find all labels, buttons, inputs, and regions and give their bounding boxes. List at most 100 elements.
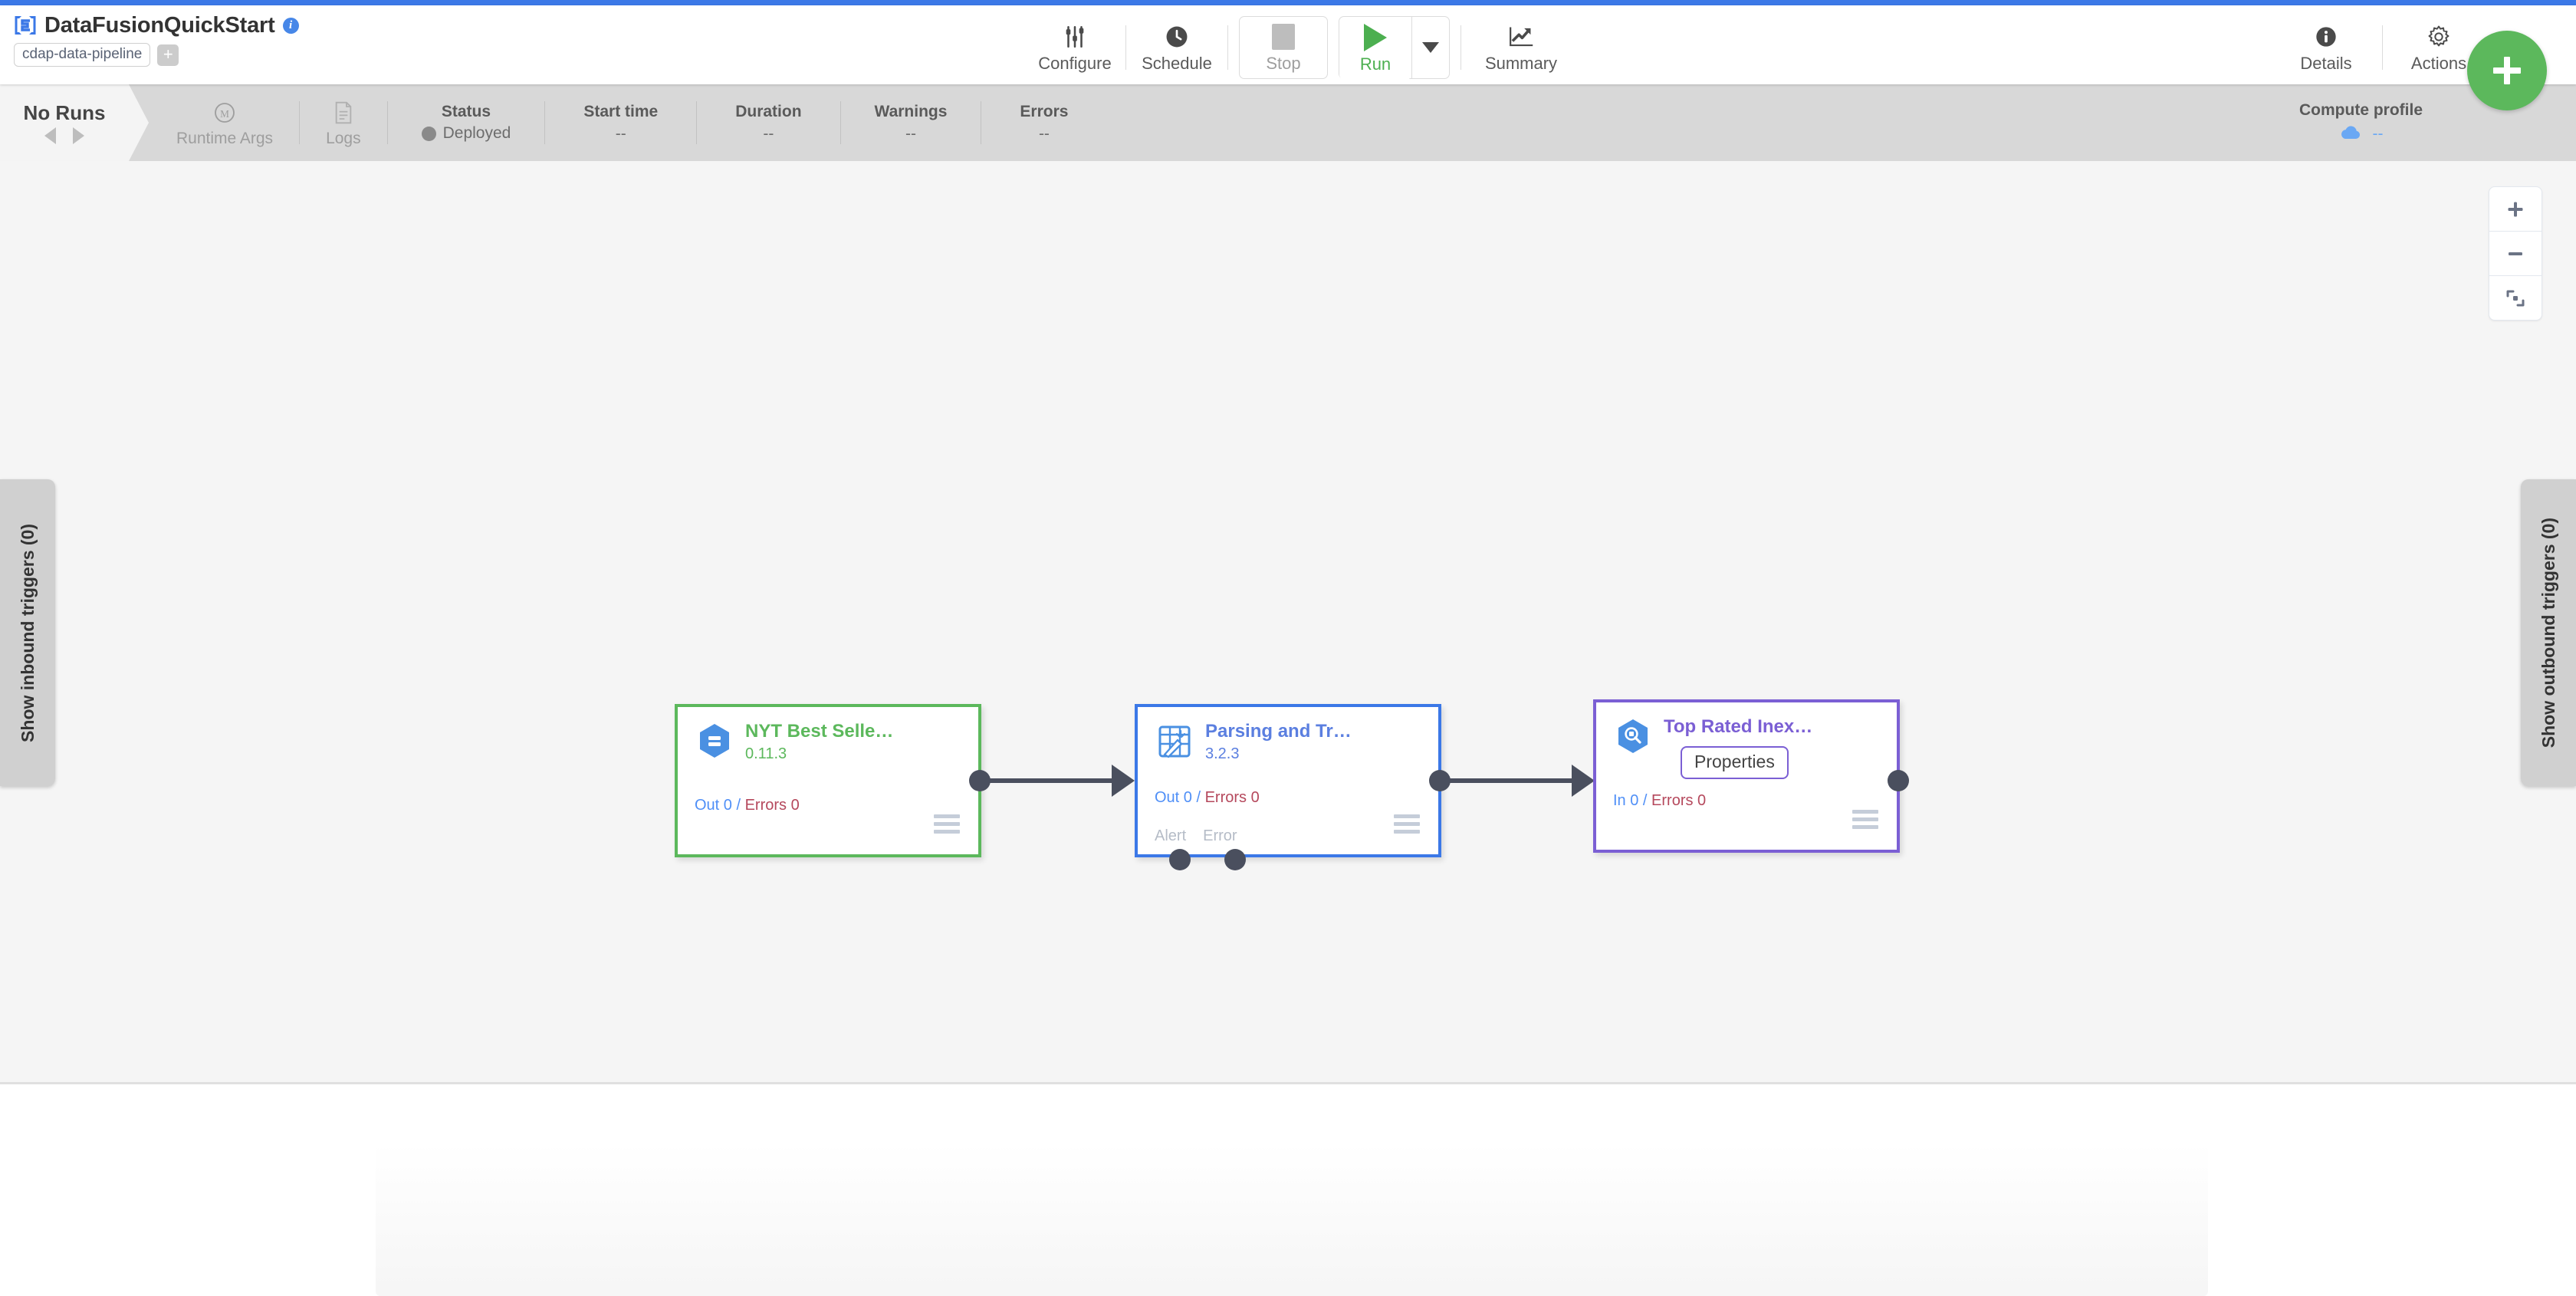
- pipeline-toolbar: Configure Schedule Stop Run: [1027, 11, 1578, 84]
- minus-icon: [2509, 252, 2522, 255]
- node-error-port[interactable]: [1224, 849, 1246, 870]
- run-status-bar: No Runs M Runtime Args: [0, 84, 2576, 161]
- plus-icon: [2508, 202, 2523, 216]
- arrow-left-icon[interactable]: [44, 127, 56, 144]
- hamburger-menu-icon[interactable]: [934, 814, 960, 837]
- toolbar-divider: [2382, 25, 2383, 70]
- macro-icon: M: [212, 98, 237, 127]
- runtime-args-button[interactable]: M Runtime Args: [150, 84, 299, 161]
- node-metrics: Out 0 / Errors 0: [695, 797, 800, 814]
- zoom-out-button[interactable]: [2489, 231, 2542, 275]
- summary-button[interactable]: Summary: [1464, 16, 1578, 79]
- node-alert-port[interactable]: [1169, 849, 1191, 870]
- run-button[interactable]: Run: [1339, 17, 1411, 80]
- stop-square-icon: [1272, 22, 1295, 51]
- node-title: Top Rated Inex…: [1664, 716, 1813, 737]
- status-divider: [299, 101, 301, 144]
- start-time-header: Start time: [583, 102, 659, 120]
- plus-icon: [2493, 57, 2521, 84]
- stop-label: Stop: [1266, 53, 1301, 73]
- status-divider: [696, 101, 698, 144]
- add-tag-button[interactable]: +: [157, 44, 179, 66]
- errors-header: Errors: [1020, 102, 1069, 120]
- hamburger-menu-icon[interactable]: [1394, 814, 1420, 837]
- runtime-args-label: Runtime Args: [176, 129, 274, 147]
- pipeline-node-transform[interactable]: Parsing and Tr… 3.2.3 Out 0 / Errors 0 A…: [1135, 704, 1441, 857]
- pipeline-node-sink[interactable]: Top Rated Inex… Properties In 0 / Errors…: [1593, 699, 1900, 853]
- add-plugin-fab[interactable]: [2467, 31, 2547, 110]
- info-circle-icon: [2314, 22, 2338, 51]
- pipeline-type-tag[interactable]: cdap-data-pipeline: [14, 43, 151, 67]
- node-title-group: Parsing and Tr… 3.2.3: [1205, 721, 1352, 763]
- zoom-in-button[interactable]: [2489, 187, 2542, 231]
- node-error-metric: Errors 0: [1651, 792, 1707, 809]
- status-badge: Deployed: [421, 124, 511, 143]
- svg-text:M: M: [220, 107, 229, 119]
- start-time-cell: Start time --: [545, 84, 696, 161]
- errors-value: --: [1038, 124, 1050, 143]
- run-button-group: Run: [1339, 16, 1450, 80]
- bottom-ghost-panel: [376, 1143, 2208, 1296]
- stop-button[interactable]: Stop: [1239, 16, 1328, 79]
- fit-to-screen-icon: [2506, 290, 2525, 306]
- hamburger-menu-icon[interactable]: [1852, 810, 1878, 833]
- fit-to-screen-button[interactable]: [2489, 275, 2542, 320]
- warnings-header: Warnings: [874, 102, 948, 120]
- node-output-port[interactable]: [1429, 770, 1451, 791]
- details-button[interactable]: Details: [2273, 16, 2379, 79]
- outbound-triggers-label: Show outbound triggers (0): [2538, 517, 2558, 748]
- properties-tooltip[interactable]: Properties: [1681, 746, 1789, 779]
- inbound-triggers-tab[interactable]: Show inbound triggers (0): [0, 479, 55, 786]
- node-port-labels: Alert Error: [1155, 827, 1237, 845]
- node-title-group: Top Rated Inex…: [1664, 716, 1812, 738]
- status-value: Deployed: [442, 124, 511, 142]
- node-version: 3.2.3: [1205, 745, 1240, 762]
- logs-button[interactable]: Logs: [300, 84, 387, 161]
- configure-button[interactable]: Configure: [1027, 16, 1122, 79]
- play-triangle-icon: [1364, 23, 1387, 52]
- actions-label: Actions: [2410, 53, 2467, 73]
- compute-profile-value: --: [2372, 125, 2384, 143]
- schedule-button[interactable]: Schedule: [1129, 16, 1224, 79]
- node-out-metric: Out 0: [695, 797, 732, 814]
- pipeline-canvas[interactable]: NYT Best Selle… 0.11.3 Out 0 / Errors 0: [0, 161, 2576, 1084]
- duration-header: Duration: [735, 102, 802, 120]
- line-chart-icon: [1507, 22, 1535, 51]
- duration-cell: Duration --: [697, 84, 840, 161]
- node-title-group: NYT Best Selle… 0.11.3: [745, 721, 893, 763]
- node-header: NYT Best Selle… 0.11.3: [678, 707, 978, 765]
- canvas-zoom-controls: [2489, 186, 2542, 321]
- no-runs-indicator: No Runs: [0, 84, 149, 161]
- outbound-triggers-tab[interactable]: Show outbound triggers (0): [2521, 479, 2576, 786]
- status-divider: [386, 101, 388, 144]
- gear-icon: [2426, 22, 2452, 51]
- node-output-port[interactable]: [969, 770, 991, 791]
- logs-label: Logs: [326, 129, 361, 147]
- toolbar-divider: [1227, 25, 1228, 70]
- node-header: Top Rated Inex…: [1596, 702, 1897, 760]
- actions-button[interactable]: Actions: [2386, 16, 2492, 79]
- node-title: Parsing and Tr…: [1205, 721, 1352, 742]
- header-right-group: Details Actions: [2273, 11, 2492, 84]
- edge-arrowhead: [1572, 765, 1595, 797]
- top-accent-bar: [0, 0, 2576, 5]
- arrow-right-icon[interactable]: [73, 127, 84, 144]
- run-label: Run: [1359, 54, 1392, 74]
- compute-profile-cell[interactable]: Compute profile --: [2299, 84, 2423, 161]
- node-output-port[interactable]: [1888, 770, 1909, 791]
- status-dot-icon: [421, 126, 436, 141]
- error-port-label: Error: [1203, 827, 1237, 844]
- header-left-group: DataFusionQuickStart i cdap-data-pipelin…: [14, 12, 299, 67]
- pipeline-node-source[interactable]: NYT Best Selle… 0.11.3 Out 0 / Errors 0: [675, 704, 981, 857]
- cloud-icon: [2339, 124, 2365, 145]
- node-metrics: Out 0 / Errors 0: [1155, 789, 1260, 806]
- run-options-dropdown[interactable]: [1411, 17, 1449, 78]
- errors-cell: Errors --: [981, 84, 1106, 161]
- status-divider: [840, 101, 841, 144]
- no-runs-label: No Runs: [23, 101, 106, 124]
- toolbar-divider: [1125, 25, 1126, 70]
- app-header: DataFusionQuickStart i cdap-data-pipelin…: [0, 5, 2576, 84]
- warnings-value: --: [905, 124, 916, 143]
- info-icon[interactable]: i: [282, 17, 299, 34]
- edge-transform-to-sink: [1447, 778, 1578, 783]
